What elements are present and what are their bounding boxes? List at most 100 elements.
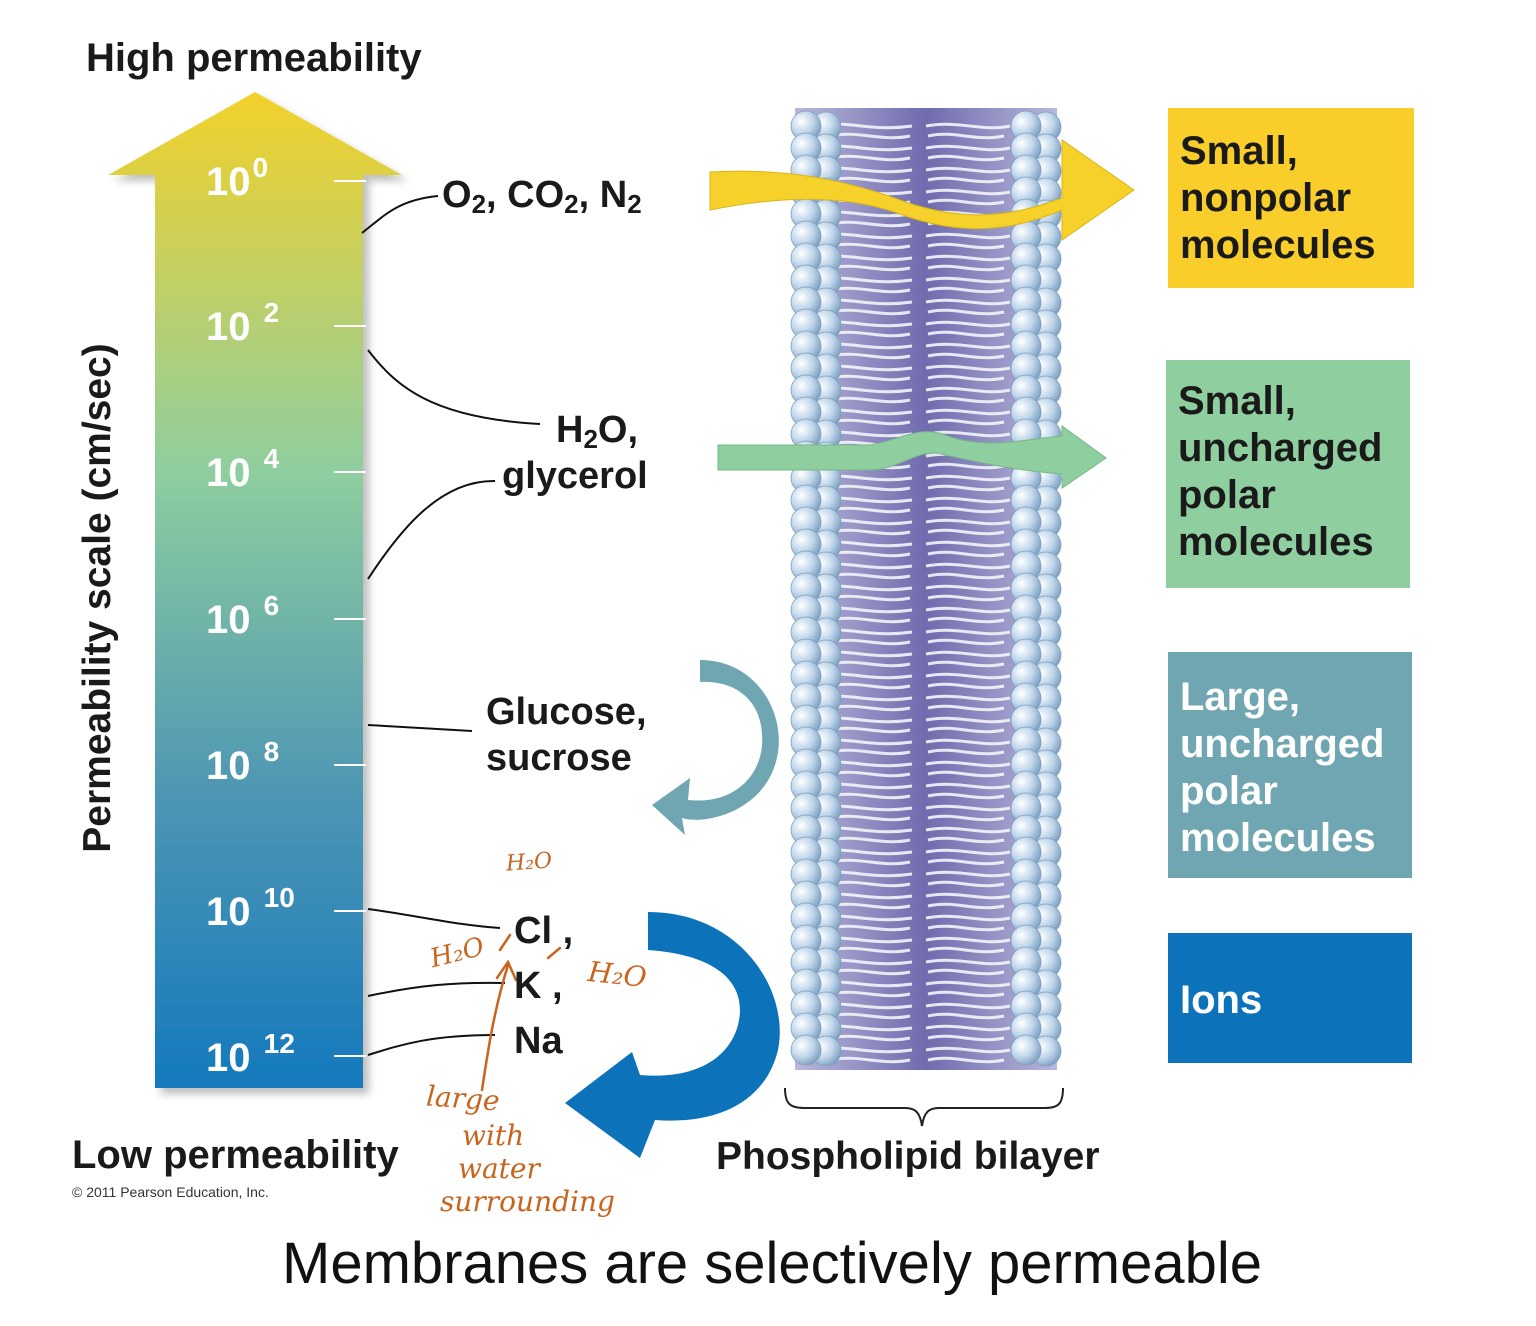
lipid-tail — [925, 584, 1011, 592]
ink-tick-left — [498, 933, 512, 952]
slide-title: Membranes are selectively permeable — [282, 1231, 1262, 1296]
small-polar-arrow — [717, 425, 1107, 489]
leader-water — [367, 349, 541, 425]
lipid-tail — [927, 330, 1005, 338]
lipid-tail — [925, 694, 1011, 702]
leader-gases — [361, 195, 439, 234]
leader-cl — [367, 908, 501, 929]
ink-arrow-up — [480, 959, 518, 1092]
lipid-tail — [927, 286, 1005, 294]
lipid-tail — [925, 804, 1011, 812]
category-line: Small, — [1178, 379, 1296, 423]
lipid-tail — [927, 770, 1005, 778]
lipid-tail — [925, 914, 1011, 922]
tick-label: 10 4 — [206, 443, 280, 495]
handwritten-h2o-right: H₂O — [586, 955, 649, 994]
permeability-scale-arrow — [108, 92, 402, 1088]
lipid-tail — [925, 254, 1011, 262]
lipid-tail — [927, 682, 1005, 690]
handwritten-note-line: with — [462, 1119, 525, 1152]
lipid-tail — [927, 704, 1005, 712]
lipid-tail — [927, 638, 1005, 646]
lipid-tail — [925, 518, 1011, 526]
lipid-tail — [927, 198, 1005, 206]
lipid-tail — [927, 902, 1005, 910]
lipid-tail — [925, 628, 1011, 636]
tick-label: 10 12 — [206, 1028, 295, 1080]
lipid-tail — [925, 738, 1011, 746]
lipid-tail — [927, 176, 1005, 184]
handwritten-note-line: surrounding — [440, 1185, 615, 1218]
lipid-tail — [925, 892, 1011, 900]
lipid-tail — [927, 1012, 1005, 1020]
lipid-tail — [927, 792, 1005, 800]
water-label: H2O, — [556, 409, 639, 454]
lipid-tail — [927, 462, 1005, 470]
lipid-tail — [927, 880, 1005, 888]
lipid-tail — [925, 1024, 1011, 1032]
lipid-tail — [927, 660, 1005, 668]
bilayer-label: Phospholipid bilayer — [716, 1135, 1100, 1178]
lipid-tail — [925, 826, 1011, 834]
lipid-tail — [925, 1046, 1011, 1054]
lipid-tail — [925, 650, 1011, 658]
category-line: molecules — [1180, 223, 1376, 267]
lipid-tail — [927, 550, 1005, 558]
scale-tick-marks — [334, 180, 366, 1057]
nonpolar-arrow — [709, 139, 1135, 241]
chloride-label: Cl , — [514, 910, 574, 952]
leader-sugars — [367, 724, 473, 732]
tick-label: 10 2 — [206, 297, 280, 349]
lipid-tail — [925, 342, 1011, 350]
lipid-tail — [927, 418, 1005, 426]
category-small-nonpolar: Small, nonpolar molecules — [1168, 108, 1414, 288]
lipid-tail — [927, 594, 1005, 602]
lipid-tail — [927, 858, 1005, 866]
lipid-tail — [925, 562, 1011, 570]
lipid-tail — [927, 484, 1005, 492]
category-line: Small, — [1180, 129, 1298, 173]
category-line: Ions — [1180, 978, 1263, 1022]
lipid-head — [790, 1034, 822, 1066]
gases-label: O2, CO2, N2 — [442, 174, 642, 219]
leader-glycerol — [367, 479, 496, 580]
lipid-tail — [925, 760, 1011, 768]
tick-label: 100 — [206, 152, 269, 204]
lipid-tail — [927, 946, 1005, 954]
handwritten-note: large with water surrounding — [424, 1079, 615, 1218]
lipid-tail — [927, 836, 1005, 844]
lipid-tail — [925, 980, 1011, 988]
lipid-tail — [925, 958, 1011, 966]
handwritten-annotations — [480, 933, 562, 1092]
category-line: uncharged — [1178, 426, 1383, 470]
lipid-tail — [927, 308, 1005, 316]
lipid-tail — [925, 386, 1011, 394]
lipid-tail — [927, 242, 1005, 250]
lipid-tail — [925, 848, 1011, 856]
lipid-tail — [925, 716, 1011, 724]
lipid-tail — [925, 364, 1011, 372]
lipid-tail — [925, 606, 1011, 614]
lipid-tail — [925, 320, 1011, 328]
lipid-tail — [927, 814, 1005, 822]
lipid-tail — [925, 276, 1011, 284]
handwritten-note-line: large — [425, 1079, 501, 1118]
ions-bounce-arrow — [565, 912, 780, 1158]
tick-label: 10 8 — [206, 736, 280, 788]
lipid-tail — [927, 396, 1005, 404]
lipid-tail — [925, 144, 1011, 152]
leader-k — [367, 981, 506, 997]
lipid-head — [1010, 1034, 1042, 1066]
lipid-tail — [927, 1056, 1005, 1064]
lipid-tail — [925, 232, 1011, 240]
lipid-tail — [925, 1002, 1011, 1010]
lipid-tail — [925, 298, 1011, 306]
category-large-uncharged-polar: Large, uncharged polar molecules — [1168, 652, 1412, 878]
lipid-tail — [925, 496, 1011, 504]
handwritten-note-line: water — [458, 1152, 540, 1185]
category-line: molecules — [1178, 520, 1374, 564]
lipid-tail — [927, 748, 1005, 756]
lipid-tail — [925, 474, 1011, 482]
category-line: polar — [1178, 473, 1276, 517]
